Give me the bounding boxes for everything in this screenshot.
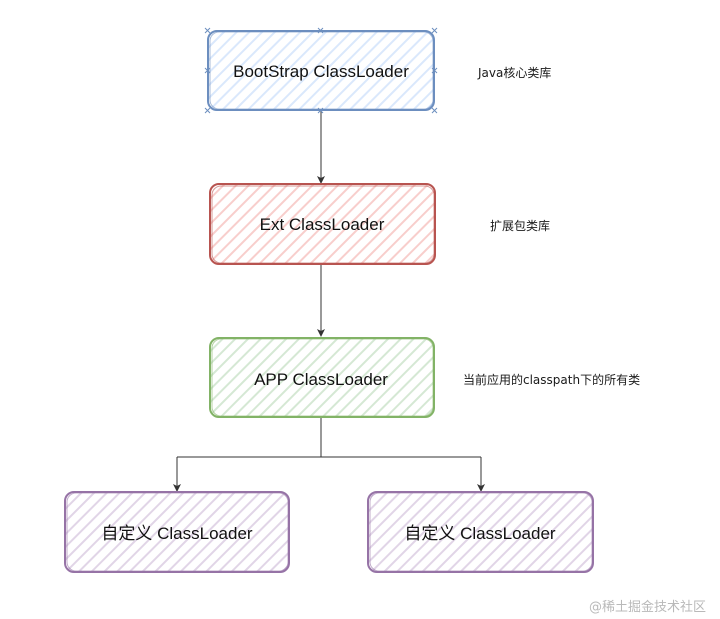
app-note: 当前应用的classpath下的所有类 [463, 372, 640, 387]
custom-left-node-sketch-stroke [66, 492, 289, 572]
app-classloader-node[interactable]: APP ClassLoader [209, 337, 435, 418]
custom-left-node-label: 自定义 ClassLoader [101, 524, 253, 543]
selection-handles [204, 27, 438, 114]
bootstrap-note: Java核心类库 [477, 65, 551, 80]
bootstrap-classloader-node[interactable]: BootStrap ClassLoader [204, 27, 438, 114]
ext-classloader-node[interactable]: Ext ClassLoader [209, 183, 436, 265]
custom-right-node-box [367, 491, 594, 573]
bootstrap-node-label: BootStrap ClassLoader [233, 62, 409, 81]
ext-note: 扩展包类库 [490, 218, 550, 233]
app-node-sketch-stroke [211, 338, 434, 417]
ext-node-sketch-stroke [211, 185, 435, 264]
custom-left-node-box [64, 491, 290, 573]
custom-classloader-right-node[interactable]: 自定义 ClassLoader [367, 491, 594, 573]
app-node-label: APP ClassLoader [254, 370, 388, 389]
custom-right-node-sketch-stroke [369, 492, 593, 572]
custom-classloader-left-node[interactable]: 自定义 ClassLoader [64, 491, 290, 573]
app-node-box [209, 337, 435, 418]
ext-node-box [209, 183, 436, 265]
custom-right-node-label: 自定义 ClassLoader [404, 524, 556, 543]
ext-node-label: Ext ClassLoader [260, 215, 385, 234]
watermark: @稀土掘金技术社区 [589, 599, 706, 615]
